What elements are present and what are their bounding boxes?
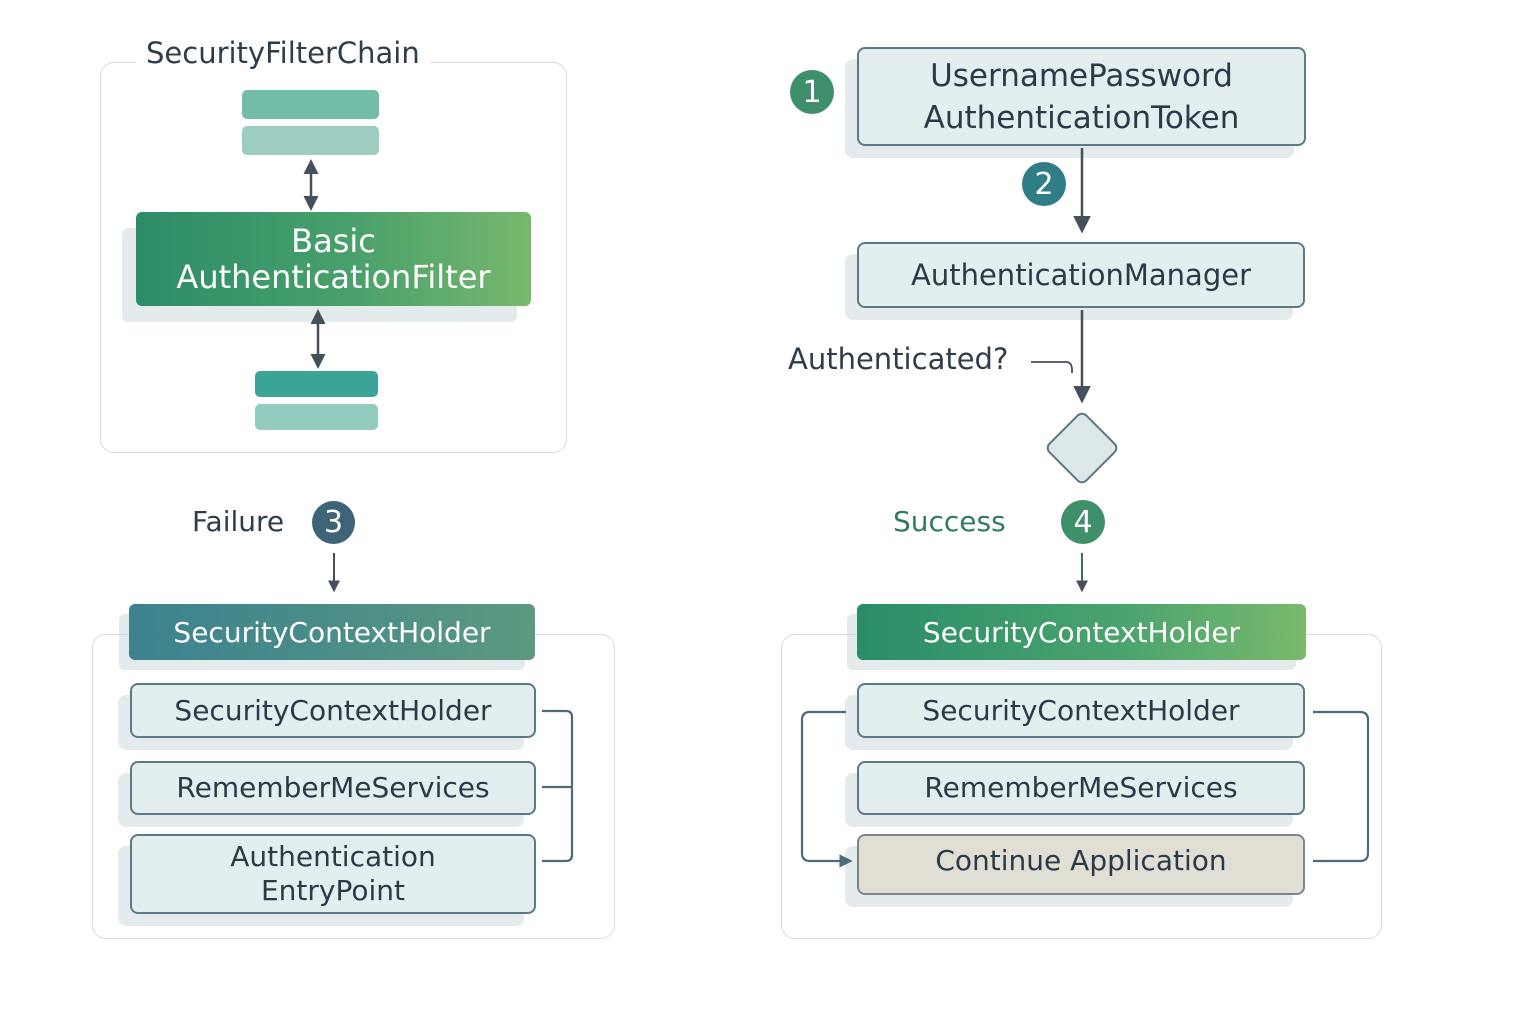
authenticated-question-label: Authenticated? (788, 342, 1009, 376)
step-badge-3: 3 (312, 501, 355, 544)
continue-application-box: Continue Application (857, 834, 1305, 895)
success-security-context-header: SecurityContextHolder (857, 604, 1306, 660)
authenticated-leader (1031, 361, 1073, 373)
success-security-context-holder: SecurityContextHolder (857, 683, 1305, 738)
failure-security-context-header: SecurityContextHolder (129, 604, 535, 660)
step-badge-2: 2 (1022, 162, 1066, 206)
failure-label: Failure (192, 505, 285, 538)
entry-point-line1: Authentication (230, 840, 436, 873)
step-badge-1: 1 (790, 70, 834, 114)
filter-chain-slot (255, 404, 378, 430)
failure-remember-me-services: RememberMeServices (130, 761, 536, 815)
filter-name-line2: AuthenticationFilter (176, 258, 491, 296)
success-label: Success (893, 505, 1006, 538)
failure-security-context-holder: SecurityContextHolder (130, 683, 536, 738)
step-badge-4: 4 (1061, 500, 1105, 544)
filter-name-line1: Basic (291, 222, 376, 260)
username-password-token-box: UsernamePassword AuthenticationToken (857, 47, 1306, 146)
success-loop-left (800, 710, 853, 868)
filter-chain-slot (242, 90, 379, 119)
authentication-entry-point-box: Authentication EntryPoint (130, 834, 536, 914)
entry-point-line2: EntryPoint (260, 874, 406, 907)
success-remember-me-services: RememberMeServices (857, 761, 1305, 815)
filter-chain-slot (255, 371, 378, 397)
token-line1: UsernamePassword (930, 57, 1233, 94)
basic-authentication-filter: Basic AuthenticationFilter (136, 212, 531, 306)
filter-chain-title: SecurityFilterChain (136, 36, 430, 70)
filter-chain-slot (242, 126, 379, 155)
decision-diamond (1046, 412, 1118, 484)
authentication-manager-box: AuthenticationManager (857, 242, 1305, 308)
success-bracket-right (1313, 710, 1370, 863)
token-line2: AuthenticationToken (923, 99, 1240, 136)
